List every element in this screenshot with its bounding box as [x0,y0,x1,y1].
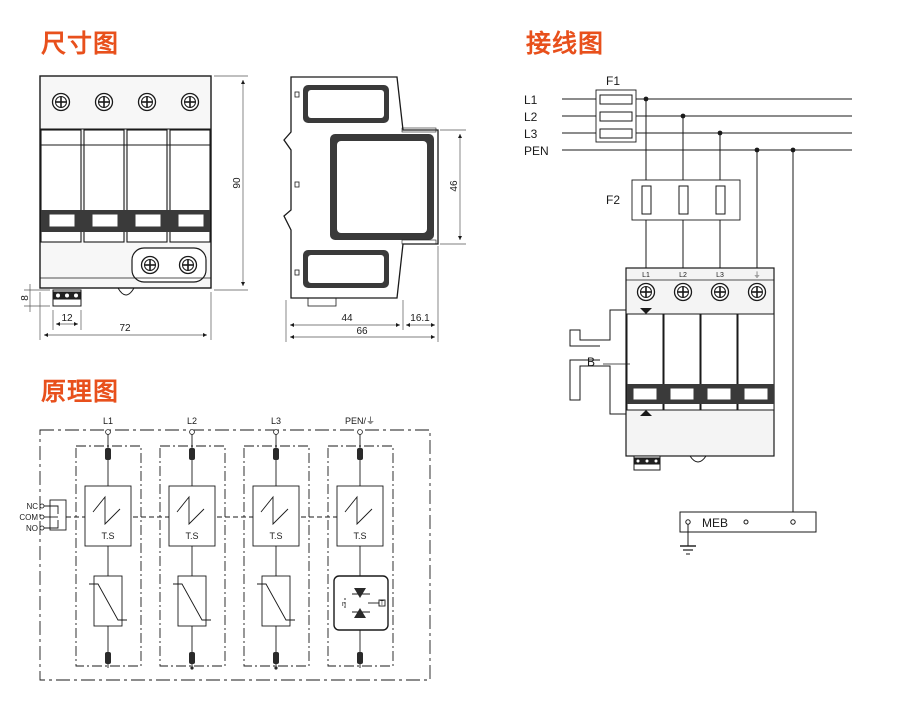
gap-n-label: n [342,601,346,608]
wiring-line-l1: L1 [524,93,538,107]
wiring-title: 接线图 [526,29,605,58]
terminal-label-l3: L3 [716,272,724,279]
fuse-f1-label: F1 [606,74,620,88]
junction-dots [636,96,796,463]
arrow-down-icon [640,308,652,314]
dim-side-rear: 16.1 [410,313,430,324]
fuse-bars [105,448,366,670]
thermal-switch-label: T.S [101,531,114,541]
terminal-label-ground: ⏚ [754,271,761,279]
arrow-up-icon [640,410,652,416]
contact-no: NO [26,524,38,533]
thermal-switch-label: T.S [185,531,198,541]
dimensions-title: 尺寸图 [41,29,120,58]
screw-icon [636,282,656,302]
terminal-label-l1: L1 [642,272,650,279]
schematic-phase-l1: L1 [103,416,113,426]
dim-height-small: 8 [20,295,31,301]
side-dimensions [285,129,466,342]
fuse-f2-label: F2 [606,193,620,207]
contact-nc: NC [26,502,38,511]
screw-icon [94,92,114,112]
screw-icon [178,255,198,275]
schematic-title: 原理图 [41,377,120,406]
screw-icon [51,92,71,112]
screw-icon [747,282,767,302]
side-view [283,76,439,307]
dim-height-total: 90 [232,177,243,189]
wiring-diagram [562,89,852,555]
schematic-phase-pen: PEN/⏚ [345,416,375,426]
screw-icon [140,255,160,275]
terminal-label-l2: L2 [679,272,687,279]
schematic-diagram [39,429,431,681]
screw-icon [673,282,693,302]
terminal-circles [39,429,363,531]
front-view [39,75,212,307]
front-dimensions [24,75,248,340]
schematic-phase-l3: L3 [271,416,281,426]
thermal-switch-label: T.S [269,531,282,541]
wiring-line-l3: L3 [524,127,538,141]
screw-icon [180,92,200,112]
gap-t-label: T [380,601,384,607]
screw-icon [710,282,730,302]
wiring-line-l2: L2 [524,110,538,124]
schematic-phase-l2: L2 [187,416,197,426]
dim-side-depth-part: 44 [341,313,353,324]
screw-icon [137,92,157,112]
dim-window-height: 46 [449,180,460,192]
meb-label: MEB [702,516,728,530]
dim-width-block: 12 [61,313,73,324]
rail-label: B [587,355,595,369]
thermal-switch-label: T.S [353,531,366,541]
wiring-line-pen: PEN [524,144,549,158]
dim-side-depth-total: 66 [356,326,368,337]
dim-width-total: 72 [119,323,131,334]
contact-com: COM [19,513,38,522]
